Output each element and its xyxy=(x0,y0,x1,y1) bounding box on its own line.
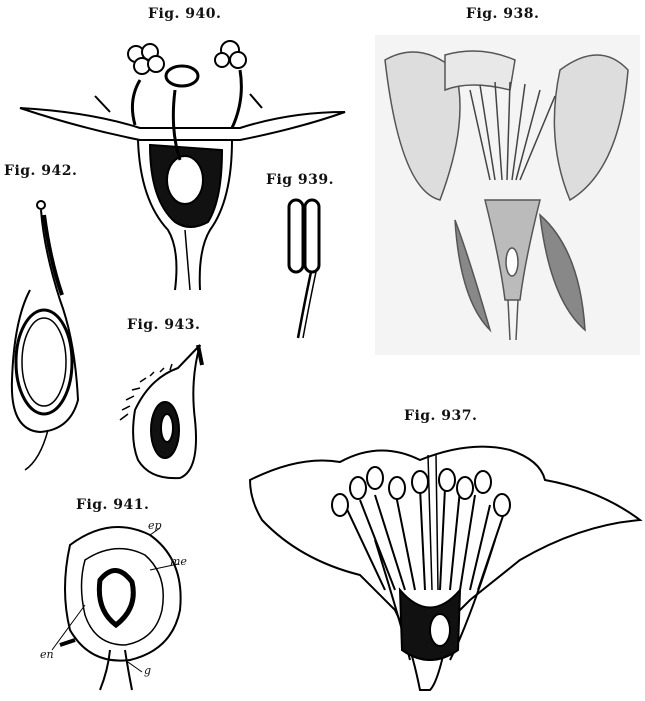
fig-942-drawing xyxy=(12,201,78,470)
fig-937-drawing xyxy=(250,447,640,690)
label-me: me xyxy=(170,555,187,568)
label-en: en xyxy=(40,648,54,661)
fig-943-drawing xyxy=(120,345,202,478)
label-g: g xyxy=(144,664,151,677)
fig-941-drawing xyxy=(52,527,181,690)
fig-938-drawing xyxy=(375,35,640,355)
label-ep: ep xyxy=(148,519,162,532)
fig-939-drawing xyxy=(289,200,319,338)
